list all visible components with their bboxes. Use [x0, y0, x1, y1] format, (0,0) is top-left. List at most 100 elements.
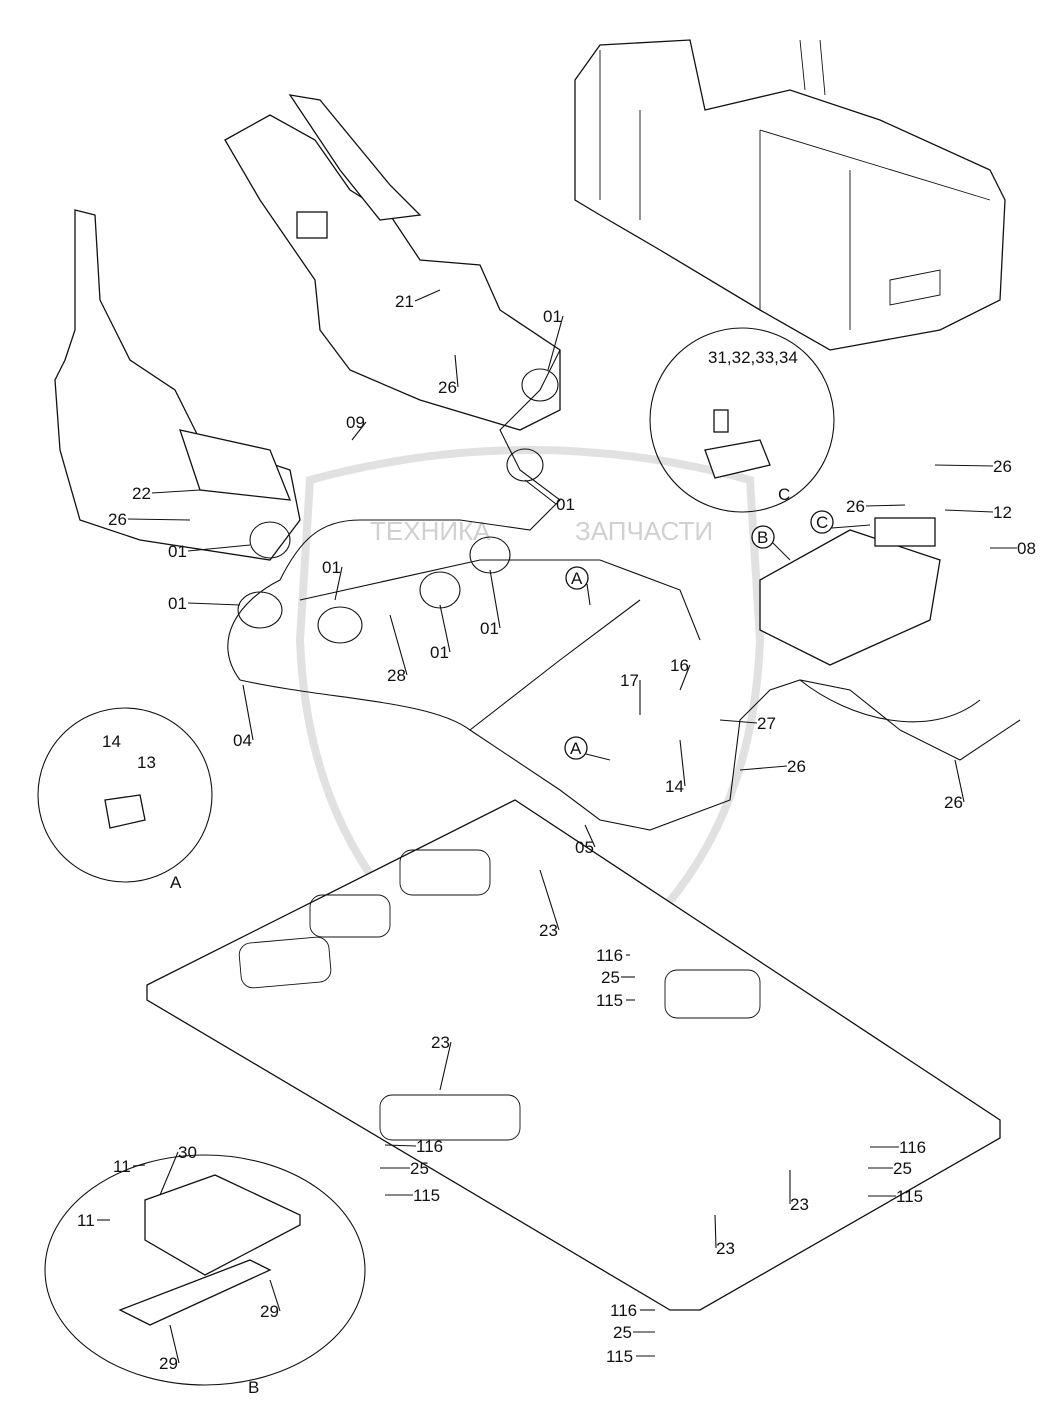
part-label-116: 116 — [596, 946, 623, 965]
svg-text:A: A — [570, 739, 582, 758]
inset-c-label: C — [778, 485, 790, 504]
inset-b: B — [44, 1154, 366, 1397]
callout-b: B — [751, 525, 791, 561]
wire-harness — [227, 349, 1021, 831]
part-label-26: 26 — [944, 793, 963, 812]
leader-line — [584, 824, 596, 848]
part-label-01: 01 — [556, 495, 575, 514]
leader-line — [954, 759, 965, 803]
callout-a: A — [564, 736, 611, 761]
leader-line — [714, 1214, 717, 1249]
part-label-11: 11 — [77, 1211, 95, 1230]
leader-line — [269, 1279, 281, 1312]
watermark-text-left: ТЕХНИКА — [370, 516, 491, 546]
part-label-26: 26 — [787, 757, 806, 776]
part-label-116: 116 — [610, 1301, 637, 1320]
part-label-11: 11 — [113, 1157, 131, 1176]
part-label-08: 08 — [1017, 539, 1036, 558]
part-label-26: 26 — [846, 497, 865, 516]
part-label-01: 01 — [543, 307, 562, 326]
watermark: ТЕХНИКА ЗАПЧАСТИ — [295, 446, 765, 1015]
leader-line — [187, 544, 251, 552]
part-label-14: 14 — [665, 777, 684, 796]
part-label-26: 26 — [108, 510, 127, 529]
inset-a-label: A — [170, 873, 182, 892]
leader-line — [384, 1144, 417, 1147]
leader-line — [944, 509, 994, 513]
part-label-29: 29 — [260, 1302, 279, 1321]
leader-line — [679, 664, 691, 691]
leader-line — [389, 614, 408, 676]
leader-line — [934, 464, 994, 467]
leader-line — [159, 1151, 179, 1196]
part-label-29: 29 — [159, 1354, 178, 1373]
watermark-text-right: ЗАПЧАСТИ — [575, 516, 713, 546]
part-label-25: 25 — [601, 968, 620, 987]
part-label-116: 116 — [416, 1137, 443, 1156]
svg-text:C: C — [816, 513, 828, 532]
part-label-22: 22 — [132, 484, 151, 503]
leader-line — [539, 869, 560, 931]
part-label-23: 23 — [539, 921, 558, 940]
part-label-116: 116 — [899, 1138, 926, 1157]
part-label-115: 115 — [606, 1347, 633, 1366]
part-label-01: 01 — [322, 558, 341, 577]
callout-a: A — [565, 566, 591, 606]
part-label-23: 23 — [431, 1033, 450, 1052]
part-label-25: 25 — [410, 1159, 429, 1178]
excavator-illustration — [574, 39, 1006, 351]
leader-line — [127, 518, 191, 521]
left-console-illustration — [54, 209, 301, 561]
leader-line — [132, 1164, 146, 1167]
part-label-27: 27 — [757, 714, 776, 733]
part-label-115: 115 — [896, 1187, 923, 1206]
part-label-115: 115 — [596, 991, 623, 1010]
part-label-28: 28 — [387, 666, 406, 685]
part-label-01: 01 — [430, 643, 449, 662]
callout-c: C — [810, 510, 871, 534]
leader-line — [334, 566, 343, 601]
part-label-115: 115 — [413, 1186, 440, 1205]
leader-line — [187, 602, 241, 606]
leader-line — [242, 684, 254, 741]
leader-line — [719, 719, 758, 724]
inset-a: A — [37, 707, 213, 892]
part-label-25: 25 — [613, 1323, 632, 1342]
part-label-01: 01 — [168, 594, 187, 613]
leader-line — [351, 421, 367, 441]
part-label-16: 16 — [670, 656, 689, 675]
callouts: A A B C — [564, 510, 871, 761]
part-label-21: 21 — [395, 292, 414, 311]
part-label-25: 25 — [893, 1159, 912, 1178]
part-label-12: 12 — [993, 503, 1012, 522]
part-label-23: 23 — [790, 1195, 809, 1214]
leader-line — [454, 354, 459, 388]
leader-line — [439, 604, 451, 653]
leader-line — [865, 504, 906, 507]
part-label-26: 26 — [993, 457, 1012, 476]
leader-line — [547, 315, 564, 371]
part-label-01: 01 — [168, 542, 187, 561]
part-label-31-32-33-34: 31,32,33,34 — [708, 348, 798, 367]
controller-box — [759, 517, 941, 666]
leader-line — [414, 289, 441, 302]
part-label-14: 14 — [102, 732, 121, 751]
leader-line — [739, 765, 788, 771]
part-labels: 21 26 01 31,32,33,34 09 22 26 01 26 26 12 08 01 01 01 0… — [77, 289, 1036, 1373]
leader-line — [169, 1324, 180, 1364]
part-label-26: 26 — [438, 378, 457, 397]
inset-b-label: B — [248, 1378, 259, 1397]
leader-line — [489, 569, 501, 629]
part-label-04: 04 — [233, 731, 252, 750]
part-label-23: 23 — [716, 1239, 735, 1258]
part-label-01: 01 — [480, 619, 499, 638]
right-console-illustration — [224, 94, 561, 431]
leader-line — [679, 739, 686, 787]
leader-line — [151, 489, 201, 494]
part-label-17: 17 — [620, 671, 639, 690]
part-label-09: 09 — [346, 413, 365, 432]
inset-c: C — [649, 327, 835, 513]
leader-line — [524, 479, 557, 505]
